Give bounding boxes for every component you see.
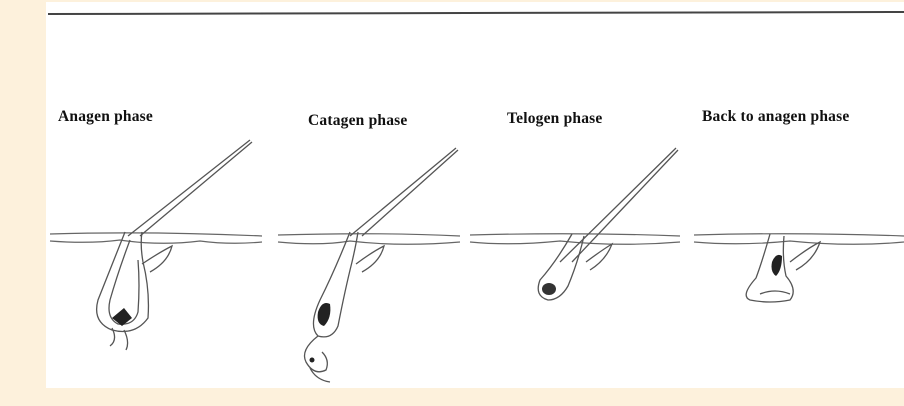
telogen-club-hair [542,283,556,295]
telogen-follicle [538,148,678,300]
catagen-bulb-dark [318,303,331,326]
skin-surface [50,233,904,244]
top-border-line [48,12,904,14]
back-to-anagen-follicle [746,234,820,302]
catagen-papilla-dot [310,358,315,363]
back-to-anagen-bulb-dark [772,255,783,276]
catagen-follicle [305,148,459,382]
